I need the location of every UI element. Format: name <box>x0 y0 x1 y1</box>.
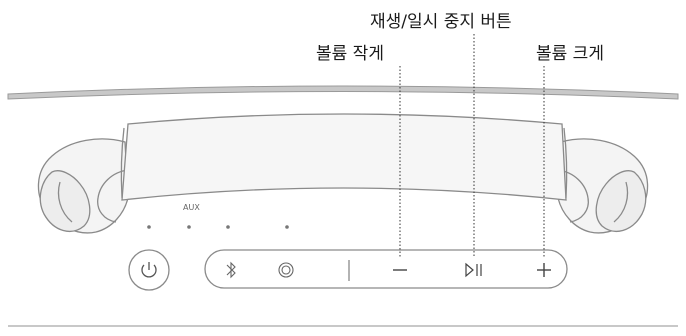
handle-band <box>121 113 567 201</box>
aux-button[interactable] <box>278 262 294 278</box>
bluetooth-button[interactable] <box>218 255 244 283</box>
indicator-dot <box>285 225 289 229</box>
speaker-top-band <box>7 85 679 100</box>
play-pause-icon <box>465 262 482 278</box>
indicator-dot <box>226 225 230 229</box>
volume-down-callout: 볼륨 작게 <box>316 44 384 64</box>
leader-lines <box>399 34 545 258</box>
play-pause-button[interactable] <box>462 256 488 284</box>
strap-left-loop <box>37 138 129 234</box>
control-panel <box>204 249 568 289</box>
indicator-dot <box>147 225 151 229</box>
volume-down-button[interactable] <box>388 256 412 284</box>
bluetooth-icon <box>226 261 236 279</box>
play-pause-callout: 재생/일시 중지 버튼 <box>370 12 512 32</box>
volume-up-callout: 볼륨 크게 <box>536 44 604 64</box>
aux-icon <box>281 265 291 275</box>
plus-icon <box>537 263 551 277</box>
power-icon <box>141 262 157 278</box>
aux-label: AUX <box>183 203 200 212</box>
volume-up-button[interactable] <box>531 256 557 284</box>
strap-right-loop <box>557 138 649 234</box>
power-button[interactable] <box>128 249 170 291</box>
indicator-dot <box>187 225 191 229</box>
